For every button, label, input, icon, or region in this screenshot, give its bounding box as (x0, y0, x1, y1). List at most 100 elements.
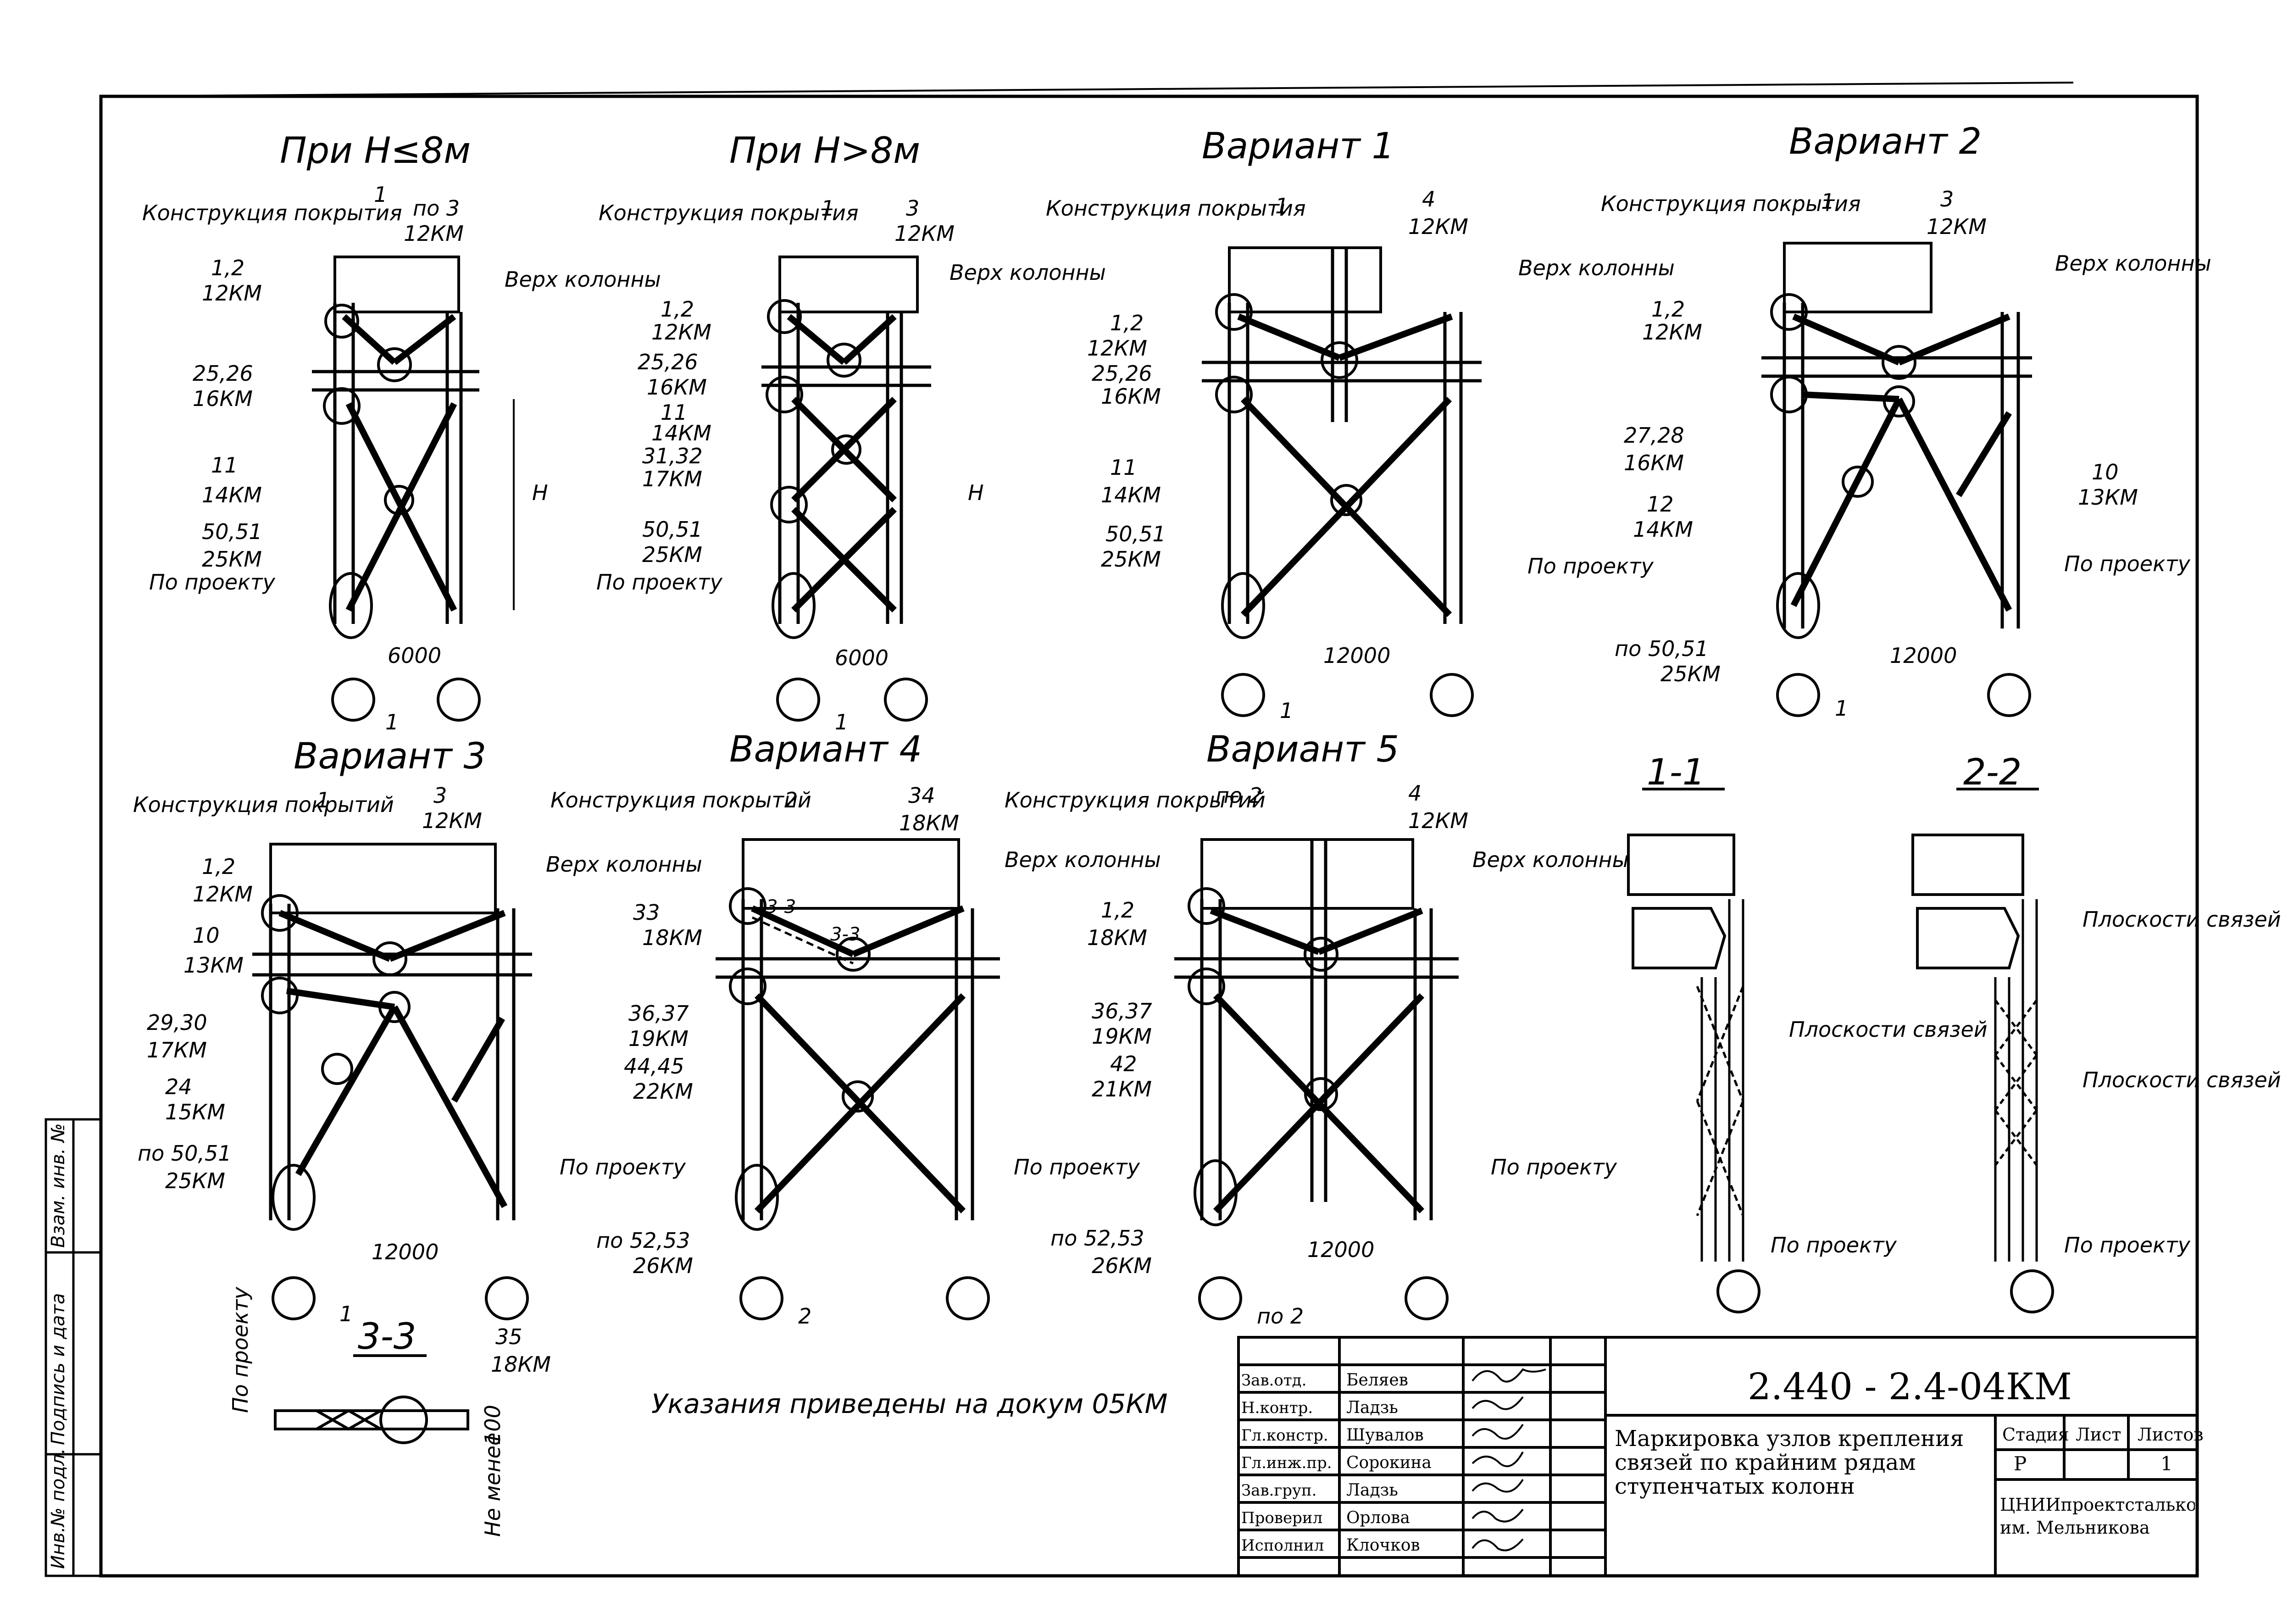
sheets-header: Листов (2138, 1424, 2204, 1445)
drawing-label: Клочков (1346, 1536, 1420, 1555)
drawing-label: 26КМ (1092, 1253, 1152, 1278)
section-1-1: 1-1 Плоскости связей По проекту (1627, 752, 1988, 1313)
drawing-label: 18КМ (491, 1352, 551, 1377)
drawing-label: 1 (1821, 189, 1834, 214)
drawing-label: Ладзь (1346, 1398, 1398, 1417)
stage-header: Стадия (2002, 1424, 2069, 1445)
view-1-section-bottom: 1 (385, 710, 399, 734)
drawing-label: 12000 (1323, 643, 1390, 668)
drawing-label: Верх колонны (1005, 847, 1161, 872)
drawing-label: Конструкция покрытий (1005, 788, 1266, 812)
drawing-label: 12 (1647, 492, 1674, 517)
drawing-label: 25,26 (638, 350, 698, 374)
view-1-title: При H≤8м (280, 130, 471, 172)
drawing-label: Зав.груп. (1241, 1481, 1316, 1500)
drawing-label: 15КМ (165, 1100, 225, 1124)
drawing-label: 16КМ (1101, 384, 1161, 409)
drawing-label: 16КМ (1624, 450, 1684, 475)
drawing-label: Верх колонны (546, 852, 702, 877)
drawing-label: 50,51 (202, 519, 262, 544)
drawing-label: по 2 (1216, 783, 1262, 808)
drawing-label: Не менее (480, 1433, 505, 1537)
sheet-frame (99, 95, 2199, 1578)
drawing-label: Верх колонны (2055, 251, 2211, 276)
view-1-span: 6000 (388, 643, 441, 668)
drawing-label: 12КМ (1927, 214, 1987, 239)
drawing-label: 18КМ (642, 925, 702, 950)
drawing-label: 12КМ (422, 808, 482, 833)
drawing-label: 10 (193, 923, 220, 948)
drawing-label: Верх колонны (1472, 847, 1629, 872)
drawing-label: 25,26 (193, 361, 253, 386)
drawing-label: 50,51 (1105, 522, 1166, 546)
drawing-label: по 50,51 (1615, 636, 1709, 661)
drawing-label: 12КМ (404, 221, 464, 246)
drawing-label: 1,2 (211, 256, 244, 280)
drawing-label: 12КМ (894, 221, 955, 246)
drawing-label: Н.контр. (1241, 1399, 1313, 1417)
drawing-label: Плоскости связей (2083, 1068, 2281, 1092)
drawing-label: 1 (1280, 698, 1293, 723)
drawing-label: 34 (908, 783, 935, 808)
org-name: ЦНИИпроектстальконструкция им. Мельников… (2000, 1495, 2195, 1538)
drawing-label: 14КМ (651, 421, 711, 445)
drawing-label: 25КМ (202, 547, 262, 572)
drawing-label: Конструкция покрытий (133, 792, 394, 817)
drawing-label: 2-2 (1963, 752, 2021, 793)
drawing-label: 1,2 (1110, 311, 1144, 335)
drawing-label: 18КМ (899, 811, 959, 835)
view-4-title: Вариант 2 (1789, 121, 1982, 162)
view-1-top-label: Верх колонны (505, 267, 661, 292)
drawing-label: 1 (1275, 194, 1288, 218)
drawing-label: 22КМ (633, 1079, 693, 1104)
drawing-label: Верх колонны (950, 260, 1106, 285)
drawing-label: 12КМ (1642, 320, 1702, 345)
drawing-label: 10 (2092, 460, 2119, 484)
view-7: Вариант 5 Конструкция покрытий Верх коло… (1005, 729, 1629, 1329)
title-block (1237, 1336, 2199, 1577)
drawing-label: 33 (633, 900, 660, 925)
drawing-label: 14КМ (1101, 483, 1161, 507)
view-1-cover-label: Конструкция покрытия (142, 200, 402, 225)
drawing-label: По проекту (228, 1286, 253, 1413)
drawing-description: Маркировка узлов крепления связей по кра… (1615, 1427, 1964, 1499)
drawing-label: 1 (835, 710, 848, 734)
drawing-note: Указания приведены на докум 05КМ (651, 1388, 1168, 1419)
stamp-replace: Взам. инв. № (48, 1123, 69, 1248)
drawing-label: 13КМ (183, 953, 244, 978)
drawing-label: 31,32 (642, 444, 703, 468)
drawing-label: Зав.отд. (1241, 1371, 1306, 1390)
drawing-label: Конструкция покрытия (599, 200, 859, 225)
view-4: Вариант 2 Конструкция покрытия Верх коло… (1601, 121, 2211, 721)
drawing-label: 12КМ (1408, 808, 1468, 833)
drawing-label: 27,28 (1624, 423, 1684, 448)
drawing-label: 25КМ (1660, 662, 1721, 686)
drawing-label: Орлова (1346, 1508, 1410, 1527)
drawing-label: 16КМ (193, 386, 253, 411)
drawing-label: По проекту (1771, 1233, 1897, 1257)
view-7-title: Вариант 5 (1206, 729, 1399, 770)
drawing-label: 6000 (835, 645, 889, 670)
drawing-label: 1 (821, 196, 834, 221)
drawing-label: 1,2 (1651, 297, 1685, 322)
view-3-title: Вариант 1 (1202, 126, 1394, 167)
drawing-label: По проекту (1014, 1155, 1140, 1179)
stage-value: Р (2014, 1452, 2027, 1475)
section-2-2: 2-2 Плоскости связей Плоскости связей По… (1911, 752, 2281, 1313)
drawing-label: по 50,51 (138, 1141, 232, 1166)
drawing-label: по 2 (1257, 1304, 1304, 1329)
drawing-label: 11 (661, 400, 688, 425)
stamp-sign: Подпись и дата (48, 1293, 69, 1445)
drawing-label: 25КМ (1101, 547, 1161, 572)
drawing-label: 12КМ (1408, 214, 1468, 239)
view-2: При H>8м Конструкция покрытия Верх колон… (596, 130, 1106, 734)
drawing-label: 2 (798, 1304, 811, 1329)
drawing-label: По проекту (2064, 1233, 2191, 1257)
drawing-label: по 52,53 (1050, 1226, 1144, 1251)
view-5: Вариант 3 Конструкция покрытий Верх коло… (133, 736, 702, 1326)
drawing-label: 3-3 (358, 1316, 416, 1357)
drawing-label: Верх колонны (1518, 256, 1675, 280)
view-1-section-top: 1 (374, 182, 387, 207)
view-3: Вариант 1 Конструкция покрытия Верх коло… (1046, 126, 1675, 723)
drawing-label: По проекту (1491, 1155, 1617, 1179)
